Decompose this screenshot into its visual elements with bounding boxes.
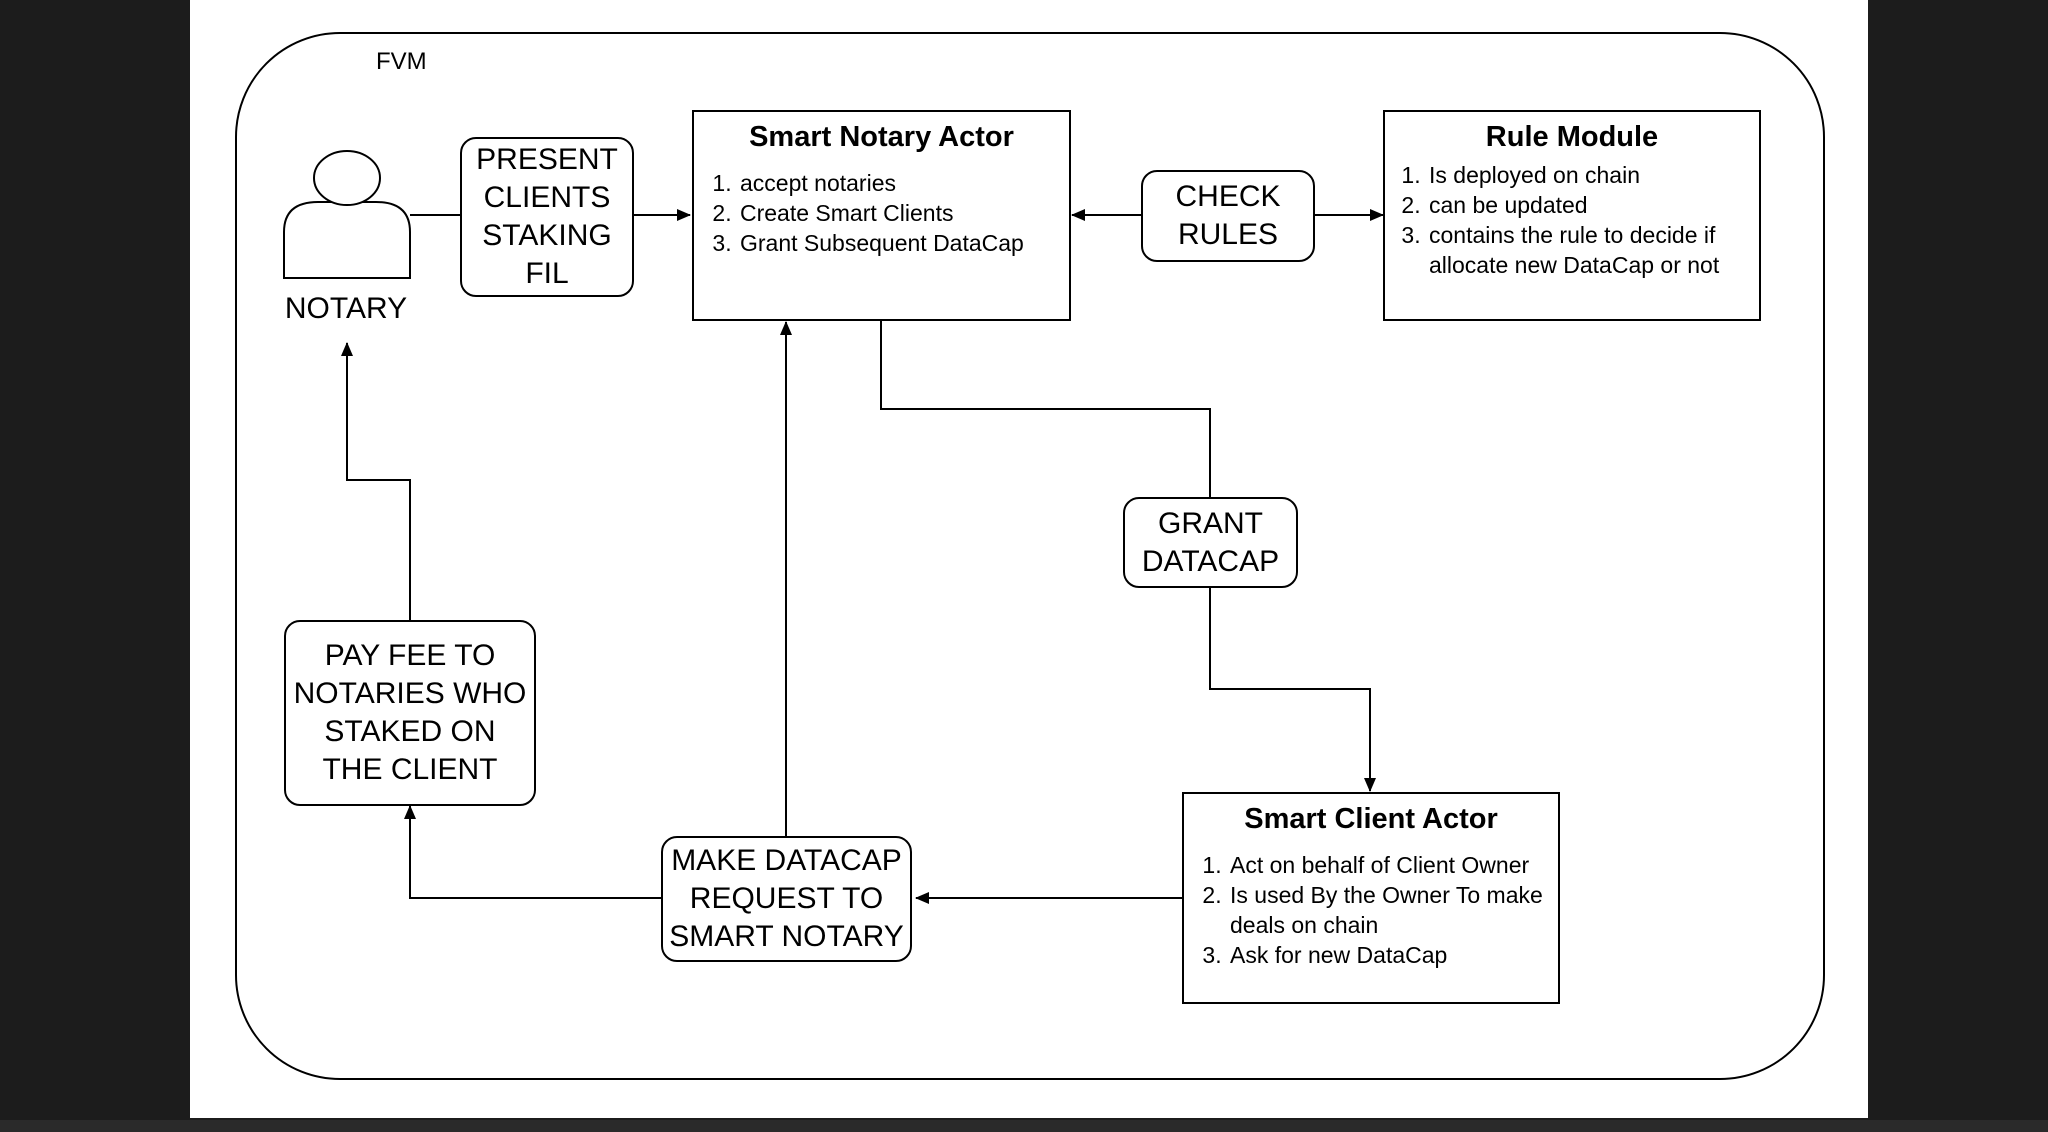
check-rules-label: CHECK RULES	[1175, 180, 1281, 251]
bottom-bar	[0, 1120, 2048, 1132]
present-clients-label: PRESENT CLIENTS STAKING FIL	[476, 143, 618, 290]
list-item: contains the rule to decide if allocate …	[1427, 220, 1747, 280]
grant-datacap-node: GRANT DATACAP	[1123, 497, 1298, 588]
check-rules-node: CHECK RULES	[1141, 170, 1315, 262]
edge-pay-to-notary	[341, 342, 411, 620]
rule-module-box: Rule Module Is deployed on chain can be …	[1383, 110, 1761, 321]
edge-make-to-pay	[404, 805, 661, 899]
rule-module-list: Is deployed on chain can be updated cont…	[1385, 160, 1759, 280]
list-item: Grant Subsequent DataCap	[738, 228, 1069, 258]
smart-notary-actor-title: Smart Notary Actor	[749, 121, 1014, 153]
list-item: accept notaries	[738, 168, 1069, 198]
list-item: Act on behalf of Client Owner	[1228, 850, 1554, 880]
fvm-frame	[235, 32, 1825, 1080]
smart-client-actor-title: Smart Client Actor	[1244, 803, 1498, 835]
pay-fee-label: PAY FEE TO NOTARIES WHO STAKED ON THE CL…	[293, 639, 527, 786]
pay-fee-node: PAY FEE TO NOTARIES WHO STAKED ON THE CL…	[284, 620, 536, 806]
user-icon	[283, 150, 411, 279]
list-item: Ask for new DataCap	[1228, 940, 1554, 970]
fvm-label: FVM	[376, 48, 427, 75]
present-clients-node: PRESENT CLIENTS STAKING FIL	[460, 137, 634, 297]
rule-module-title: Rule Module	[1485, 121, 1659, 153]
smart-client-actor-box: Smart Client Actor Act on behalf of Clie…	[1182, 792, 1560, 1004]
make-datacap-request-node: MAKE DATACAP REQUEST TO SMART NOTARY	[661, 836, 912, 962]
smart-client-actor-list: Act on behalf of Client Owner Is used By…	[1184, 850, 1558, 970]
list-item: can be updated	[1427, 190, 1747, 220]
grant-datacap-label: GRANT DATACAP	[1141, 506, 1280, 578]
smart-notary-actor-list: accept notaries Create Smart Clients Gra…	[694, 168, 1069, 258]
notary-label: NOTARY	[284, 292, 408, 325]
list-item: Create Smart Clients	[738, 198, 1069, 228]
edge-notary-to-grant	[880, 320, 1211, 497]
list-item: Is used By the Owner To make deals on ch…	[1228, 880, 1554, 940]
edge-grant-to-client	[1209, 588, 1376, 792]
smart-notary-actor-box: Smart Notary Actor accept notaries Creat…	[692, 110, 1071, 321]
list-item: Is deployed on chain	[1427, 160, 1747, 190]
make-datacap-request-label: MAKE DATACAP REQUEST TO SMART NOTARY	[669, 844, 904, 953]
